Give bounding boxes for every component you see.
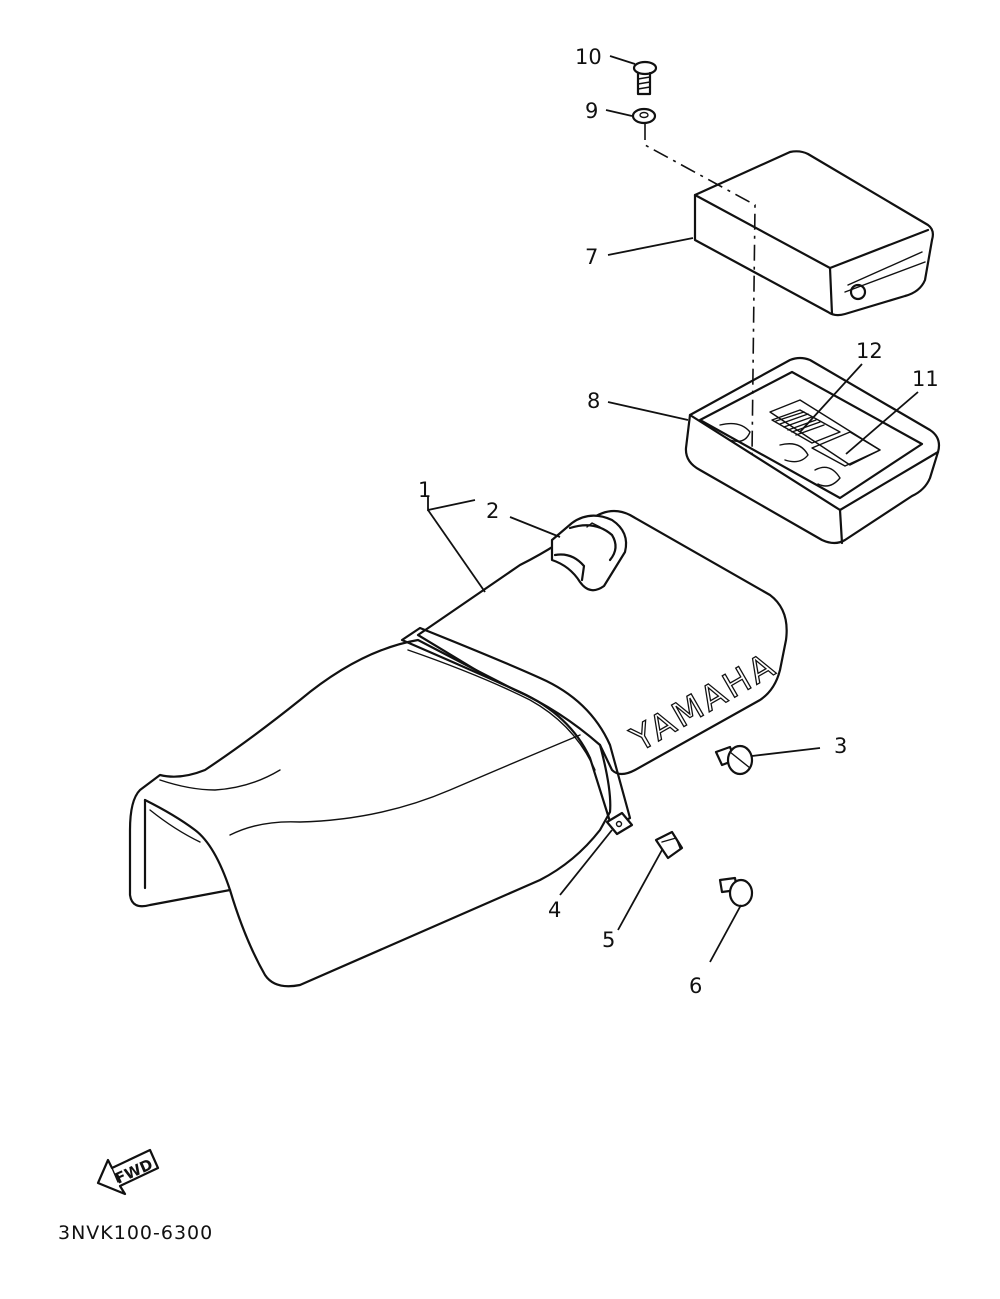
part-9-washer xyxy=(631,107,657,125)
part-1-seat: YAMAHA xyxy=(128,509,788,988)
leader-lines xyxy=(427,55,919,963)
callout-6: 6 xyxy=(689,974,702,998)
forward-direction-arrow: FWD xyxy=(96,1148,160,1196)
callout-10: 10 xyxy=(575,45,602,69)
part-6-bolt xyxy=(718,876,754,908)
callout-2: 2 xyxy=(486,499,499,523)
callout-8: 8 xyxy=(587,389,600,413)
assembly-line xyxy=(644,124,756,456)
callout-7: 7 xyxy=(585,245,598,269)
part-3-bolt xyxy=(714,744,754,776)
callout-labels: 10 9 7 12 11 8 1 2 3 4 5 6 xyxy=(418,45,939,998)
part-8-box-tray xyxy=(684,356,941,545)
callout-9: 9 xyxy=(585,99,598,123)
drawing-code: 3NVK100-6300 xyxy=(58,1222,214,1244)
callout-11: 11 xyxy=(912,367,939,391)
callout-12: 12 xyxy=(856,339,883,363)
part-5-clip-nut xyxy=(654,830,684,860)
callout-1: 1 xyxy=(418,478,431,502)
callout-5: 5 xyxy=(602,928,615,952)
part-7-box-cover xyxy=(693,150,934,317)
part-10-bolt xyxy=(632,60,658,96)
callout-4: 4 xyxy=(548,898,561,922)
callout-3: 3 xyxy=(834,734,847,758)
